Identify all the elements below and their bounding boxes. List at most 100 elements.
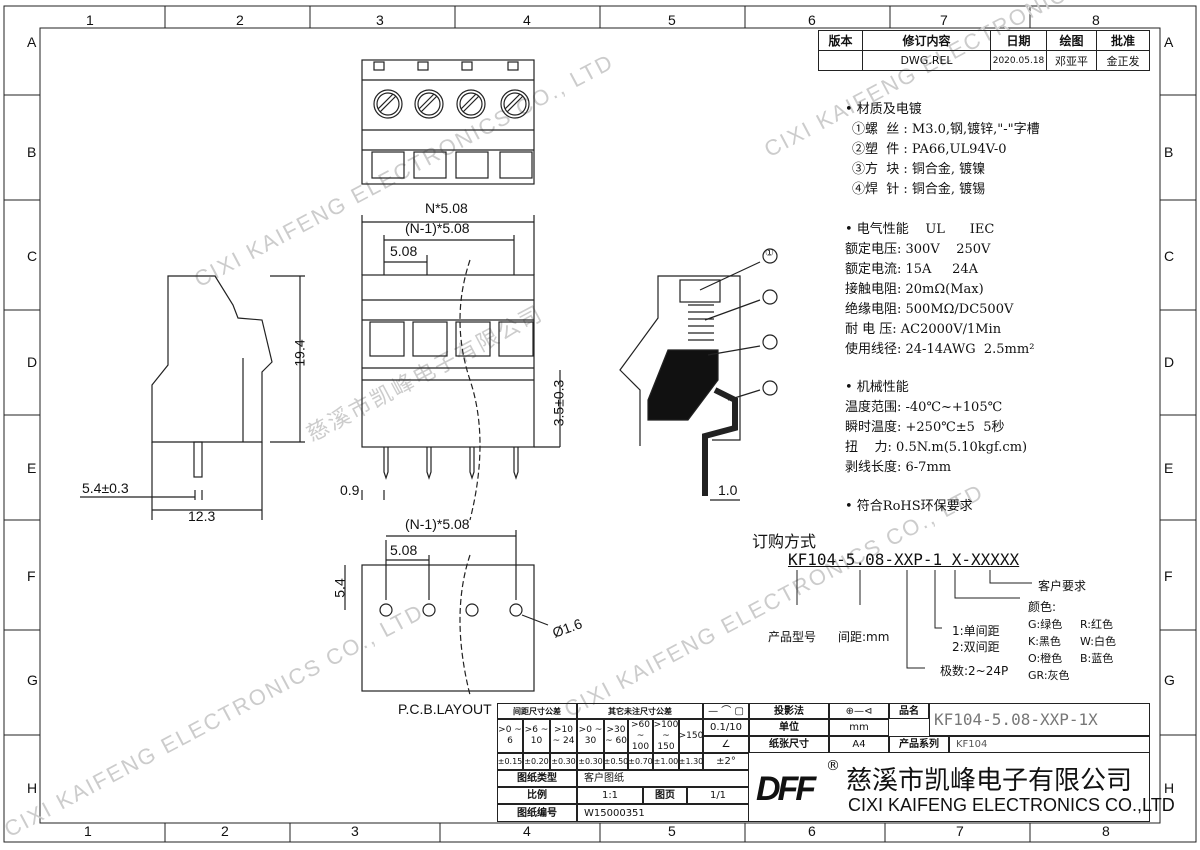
row-label: B	[27, 144, 37, 160]
spec-mechanical-title: • 机械性能	[845, 380, 909, 395]
product-series: KF104	[949, 736, 1150, 753]
tol: ±0.50	[604, 753, 628, 770]
range: >30 ~ 60	[604, 719, 628, 753]
label: 投影法	[749, 703, 829, 719]
row-label: D	[1164, 354, 1175, 370]
row-label: F	[27, 568, 36, 584]
row-label: E	[1164, 460, 1174, 476]
projection-symbol-icon: ⊕—⊲	[829, 703, 889, 719]
label: 产品系列	[889, 736, 949, 753]
drawing-type: 客户图纸	[577, 770, 749, 787]
col-label: 5	[668, 12, 676, 28]
registered-mark: ®	[826, 758, 840, 774]
color-option: G:绿色	[1028, 618, 1063, 631]
row-label: A	[1164, 34, 1174, 50]
ordering-customer: 客户要求	[1038, 579, 1087, 593]
company-name-en: CIXI KAIFENG ELECTRONICS CO.,LTD	[848, 795, 1175, 815]
ordering-leaders	[796, 570, 1032, 669]
tol: ±1.00	[653, 753, 679, 770]
range: >0 ~ 6	[497, 719, 523, 753]
spec-line: ④焊 针 : 铜合金, 镀锡	[852, 182, 986, 197]
col-label: 3	[376, 12, 384, 28]
unit: mm	[829, 719, 889, 736]
range: >60 ~ 100	[628, 719, 653, 753]
range: >10 ~ 24	[550, 719, 577, 753]
col-label: 6	[808, 12, 816, 28]
pcb-layout-label: P.C.B.LAYOUT	[398, 701, 492, 717]
label: 比例	[497, 787, 577, 804]
spec-rohs: • 符合RoHS环保要求	[845, 499, 973, 514]
spec-line: 剥线长度: 6-7mm	[845, 460, 952, 475]
front-view	[361, 215, 561, 521]
spec-line: 额定电压: 300V 250V	[845, 242, 991, 257]
dim-label: 12.3	[188, 508, 216, 524]
range: >100 ~ 150	[653, 719, 679, 753]
angle-symbol: ∠	[703, 736, 749, 753]
ordering-title: 订购方式	[752, 532, 817, 551]
col-label: 5	[668, 823, 676, 839]
color-option: R:红色	[1080, 618, 1114, 631]
product-name: KF104-5.08-XXP-1X	[929, 703, 1150, 736]
company-logo: DFF	[756, 770, 816, 808]
spec-line: ③方 块 : 铜合金, 镀镍	[852, 162, 986, 177]
label: 图页	[643, 787, 687, 804]
scale: 1:1	[577, 787, 643, 804]
ordering-code: KF104-5.08-XXP-1 X-XXXXX	[788, 550, 1020, 569]
drawing-number: W15000351	[577, 804, 749, 822]
range: >6 ~ 10	[523, 719, 550, 753]
spec-material-title: • 材质及电镀	[845, 102, 922, 117]
spec-line: 绝缘电阻: 500MΩ/DC500V	[845, 302, 1014, 317]
spec-line: 温度范围: -40℃~+105℃	[845, 400, 1003, 415]
range: >150	[679, 719, 703, 753]
form-tol-symbols: — ⌒ ▢	[703, 703, 749, 719]
paper: A4	[829, 736, 889, 753]
dim-label: 5.4±0.3	[82, 480, 129, 496]
color-option: K:黑色	[1028, 635, 1061, 648]
range: >0 ~ 30	[577, 719, 604, 753]
row-label: G	[1164, 672, 1175, 688]
row-label: F	[1164, 568, 1173, 584]
col-label: 1	[86, 12, 94, 28]
dim-label: (N-1)*5.08	[405, 516, 470, 532]
tol-head: 间距尺寸公差	[497, 703, 577, 719]
dim-label: 3.5±0.3	[550, 379, 567, 427]
dim-label: 5.4	[331, 578, 348, 598]
label: 图纸类型	[497, 770, 577, 787]
col-label: 1	[84, 823, 92, 839]
tol-head: 其它未注尺寸公差	[577, 703, 703, 719]
section-view	[619, 248, 778, 501]
tol: ±0.70	[628, 753, 653, 770]
tol: ±0.30	[577, 753, 604, 770]
col-label: 7	[940, 12, 948, 28]
pcb-layout-view	[344, 530, 549, 696]
ordering-pitch-type: 2:双间距	[952, 640, 1000, 654]
row-label: E	[27, 460, 37, 476]
row-label: A	[27, 34, 37, 50]
flatness: 0.1/10	[703, 719, 749, 736]
label: 纸张尺寸	[749, 736, 829, 753]
tol: ±1.30	[679, 753, 703, 770]
col-label: 8	[1102, 823, 1110, 839]
dim-label: 5.08	[390, 542, 418, 558]
label: 图纸编号	[497, 804, 577, 822]
color-option: W:白色	[1080, 635, 1116, 648]
col-label: 2	[236, 12, 244, 28]
col-label: 6	[808, 823, 816, 839]
dim-label: N*5.08	[425, 200, 468, 216]
col-label: 4	[523, 823, 531, 839]
row-label: D	[27, 354, 38, 370]
col-label: 4	[523, 12, 531, 28]
row-label: C	[27, 248, 38, 264]
dim-label: (N-1)*5.08	[405, 220, 470, 236]
ordering-pitch-type: 1:单间距	[952, 624, 1000, 638]
company-name-cn: 慈溪市凯峰电子有限公司	[846, 766, 1133, 796]
dim-label: 1.0	[718, 482, 738, 498]
col-label: 2	[221, 823, 229, 839]
spec-line: 接触电阻: 20mΩ(Max)	[845, 282, 984, 297]
col-label: 8	[1092, 12, 1100, 28]
tol: ±0.30	[550, 753, 577, 770]
spec-electrical-title: • 电气性能 UL IEC	[845, 222, 995, 237]
ordering-color-title: 颜色:	[1028, 600, 1057, 614]
